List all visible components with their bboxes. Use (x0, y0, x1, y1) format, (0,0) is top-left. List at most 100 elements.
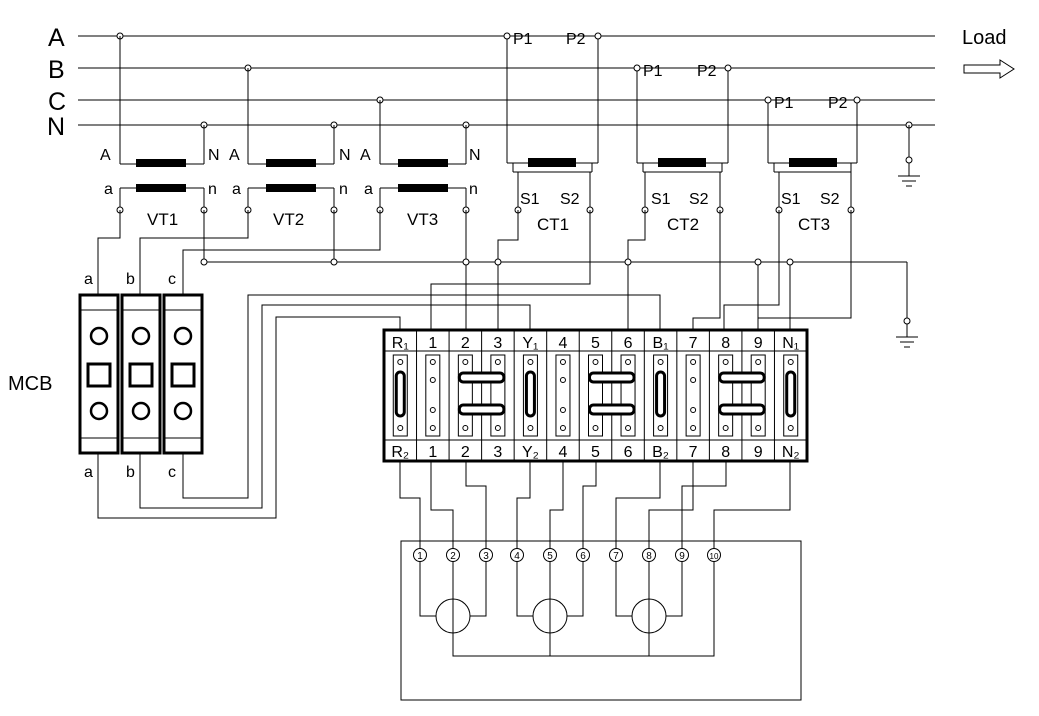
meter-terminal-5: 5 (543, 548, 557, 562)
meter-terminal-label: 9 (679, 551, 685, 562)
ground-icon (898, 125, 920, 187)
terminal-strip (588, 354, 603, 437)
bus-label-b: B (48, 56, 65, 84)
meter-terminal-label: 3 (483, 551, 489, 562)
vt2-label: VT2 (273, 210, 304, 229)
terminal-screw (690, 377, 697, 383)
terminal-top-label: 8 (721, 335, 730, 352)
link-bar (785, 370, 797, 418)
meter-elements (435, 598, 667, 634)
terminal-screw (559, 425, 566, 431)
vt3-prim-right: N (469, 147, 481, 164)
load-arrow-icon (963, 59, 1015, 79)
terminal-screw (527, 359, 534, 365)
mcb-top-b: b (126, 271, 135, 288)
link-bar (718, 371, 766, 384)
ct2-s1: S1 (651, 191, 671, 208)
terminal-strip (555, 354, 571, 437)
ct2-transformer (633, 64, 732, 214)
terminal-screw (397, 359, 404, 365)
link-bar (588, 403, 636, 416)
terminal-top-label: Y₁ (522, 335, 538, 352)
terminal-screw (429, 407, 436, 413)
terminal-bottom-label: Y₂ (522, 444, 539, 461)
terminal-top-label: 4 (559, 335, 568, 352)
meter-terminal-9: 9 (675, 548, 689, 562)
terminal-screw (755, 359, 762, 365)
terminal-strip (425, 354, 441, 437)
ct3-s2: S2 (820, 191, 840, 208)
terminal-screw (462, 359, 469, 365)
terminal-strip (457, 354, 473, 437)
terminal-screw (690, 425, 697, 431)
vt1-prim-right: N (208, 147, 220, 164)
terminal-block (382, 328, 809, 463)
vt2-sec-right: n (339, 181, 348, 198)
mcb-pole-b[interactable] (120, 293, 162, 455)
meter-terminal-label: 1 (417, 551, 423, 562)
terminal-screw (592, 425, 599, 431)
vt1-sec-left: a (104, 181, 113, 198)
terminal-screw (559, 359, 566, 365)
terminal-screw (559, 407, 566, 413)
mcb-pole-a[interactable] (78, 293, 120, 455)
terminal-bottom-label: 3 (493, 444, 502, 461)
vt2-sec-left: a (232, 181, 241, 198)
terminal-screw (494, 359, 501, 365)
ct1-p2: P2 (566, 31, 586, 48)
meter-terminal-label: 6 (580, 551, 586, 562)
terminal-screw (462, 425, 469, 431)
meter-terminal-8: 8 (642, 548, 656, 562)
ct2-p2: P2 (697, 63, 717, 80)
terminal-screw (657, 425, 664, 431)
terminal-top-label: 9 (754, 335, 763, 352)
terminal-bottom-label: 2 (461, 444, 470, 461)
link-bar (718, 403, 766, 416)
terminal-screw (592, 359, 599, 365)
mcb-top-a: a (84, 271, 93, 288)
link-bar (394, 370, 406, 418)
terminal-bottom-label: R₂ (391, 444, 409, 461)
terminal-bottom-label: B₂ (652, 444, 669, 461)
terminal-top-label: N₁ (782, 335, 799, 352)
vt1-label: VT1 (147, 210, 178, 229)
link-bar (457, 403, 506, 416)
terminal-top-label: 6 (624, 335, 633, 352)
link-bar (655, 370, 667, 418)
meter-terminal-label: 2 (450, 551, 456, 562)
terminal-screw (429, 359, 436, 365)
vt2-prim-right: N (339, 147, 351, 164)
terminal-strip (685, 354, 701, 437)
ct3-p2: P2 (828, 95, 848, 112)
ct3-transformer (764, 96, 861, 214)
mcb-bottom-b: b (126, 464, 135, 481)
terminal-screw (494, 425, 501, 431)
terminal-bottom-label: 7 (689, 444, 698, 461)
meter-terminal-3: 3 (479, 548, 493, 562)
vt2-transformer (244, 68, 338, 214)
mcb-pole-c[interactable] (162, 293, 204, 455)
vt3-sec-left: a (364, 181, 373, 198)
terminal-bottom-label: 4 (559, 444, 568, 461)
bus-label-c: C (48, 88, 66, 116)
vt3-label: VT3 (407, 210, 438, 229)
terminal-top-label: R₁ (392, 335, 409, 352)
terminal-top-label: 1 (428, 335, 437, 352)
wiring-junctions (200, 258, 794, 266)
ct1-s2: S2 (560, 191, 580, 208)
mcb-bottom-c: c (168, 464, 176, 481)
vt3-transformer (376, 100, 470, 214)
bus-label-a: A (48, 24, 65, 52)
terminal-screw (690, 359, 697, 365)
terminal-screw (755, 425, 762, 431)
terminal-top-label: 5 (591, 335, 600, 352)
terminal-screw (429, 425, 436, 431)
terminal-bottom-label: 8 (721, 444, 730, 461)
terminal-screw (690, 407, 697, 413)
terminal-bottom-label: 5 (591, 444, 600, 461)
terminal-screw (527, 425, 534, 431)
vt1-prim-left: A (100, 147, 111, 164)
meter-terminal-label: 5 (547, 551, 553, 562)
